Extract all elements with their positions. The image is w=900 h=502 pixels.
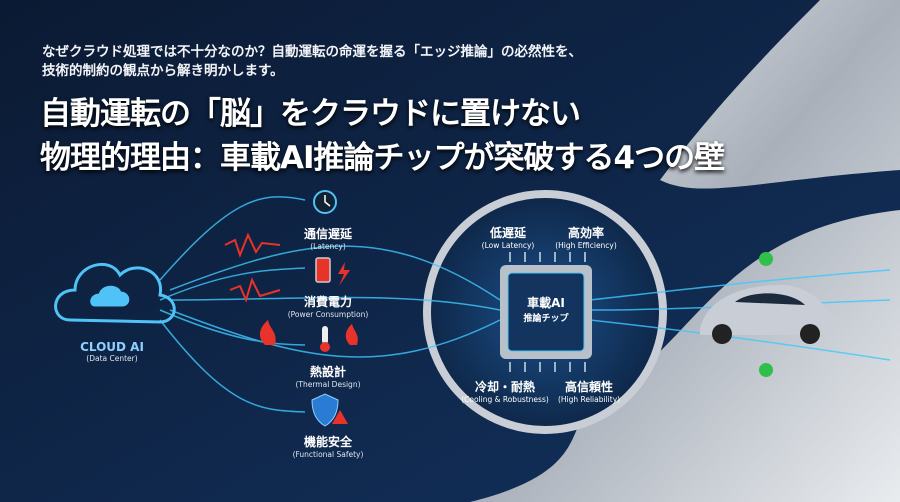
title-line-1: 自動運転の「脳」をクラウドに置けない (40, 96, 581, 132)
wall-power: 消費電力(Power Consumption) (288, 293, 369, 319)
cloud-label: CLOUD AI (Data Center) (80, 340, 144, 363)
wall-en: (Latency) (310, 242, 346, 251)
subtitle-line-1: なぜクラウド処理では不十分なのか？自動運転の命運を握る「エッジ推論」の必然性を、 (42, 44, 582, 60)
chip-line-1: 車載AI (527, 296, 565, 310)
disruption-zigzags (224, 232, 281, 303)
benefit-en: (High Efficiency) (555, 241, 617, 250)
benefit-en: (Low Latency) (481, 241, 535, 250)
clock-icon (313, 190, 337, 214)
chip-line-2: 推論チップ (523, 314, 569, 324)
fire-icon (345, 324, 358, 345)
benefit-ja: 高信頼性 (564, 380, 613, 394)
cloud-title: CLOUD AI (80, 340, 144, 354)
benefit-cooling: 冷却・耐熱(Cooling & Robustness) (461, 378, 549, 404)
cloud-sublabel: (Data Center) (86, 354, 138, 363)
wall-ja: 熱設計 (309, 365, 346, 379)
benefit-en: (Cooling & Robustness) (461, 395, 549, 404)
wall-ja: 機能安全 (303, 435, 352, 449)
benefit-reliability: 高信頼性(High Reliability) (558, 378, 620, 404)
chip-label: 車載AI 推論チップ (523, 294, 568, 324)
cloud-icon (54, 262, 176, 324)
benefit-ja: 高効率 (567, 226, 605, 240)
fire-icon (259, 320, 276, 345)
wall-en: (Functional Safety) (292, 450, 364, 459)
benefit-en: (High Reliability) (557, 395, 621, 404)
thermometer-icon (320, 326, 330, 352)
wall-ja: 消費電力 (303, 295, 352, 309)
wall-en: (Power Consumption) (287, 310, 369, 319)
wall-ja: 通信遅延 (303, 227, 353, 241)
chip-icon (500, 252, 592, 372)
wall-en: (Thermal Design) (295, 380, 361, 389)
wall-safety: 機能安全(Functional Safety) (293, 433, 364, 459)
subtitle-line-2: 技術的制約の観点から解き明かします。 (42, 63, 284, 79)
benefit-ja: 冷却・耐熱 (474, 380, 536, 394)
benefit-ja: 低遅延 (489, 226, 526, 240)
shield-warning-icon (311, 393, 348, 427)
silver-swoosh (470, 0, 900, 502)
battery-icon (315, 257, 350, 286)
title-line-2: 物理的理由：車載AI推論チップが突破する4つの壁 (40, 140, 725, 176)
car-icon (700, 285, 835, 344)
wall-latency: 通信遅延(Latency) (304, 225, 352, 251)
benefit-low-latency: 低遅延(Low Latency) (482, 224, 535, 250)
benefit-high-efficiency: 高効率(High Efficiency) (555, 224, 617, 250)
wall-thermal: 熱設計(Thermal Design) (295, 363, 360, 389)
check-icon (759, 252, 773, 377)
